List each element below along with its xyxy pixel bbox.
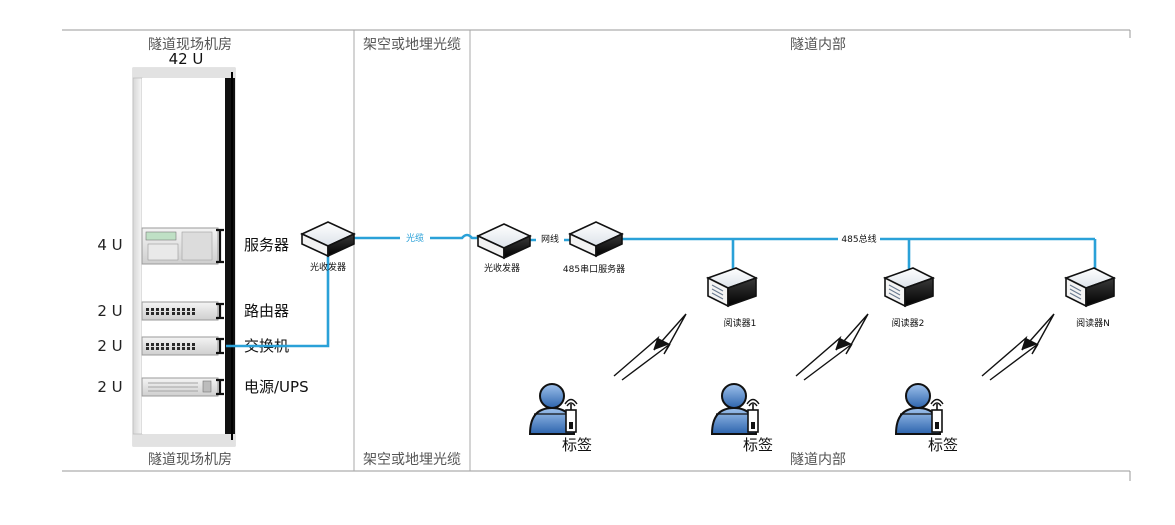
transceiver-left: 光收发器 xyxy=(301,221,355,273)
rack-title: 42 U xyxy=(169,50,204,68)
rack-device-ups xyxy=(141,377,224,397)
cable-label-net: 网线 xyxy=(541,233,559,245)
reader-box-icon xyxy=(1065,267,1115,307)
reader-box-icon xyxy=(884,267,934,307)
reader-2: 阅读器2 xyxy=(884,267,934,329)
person-tag-icon xyxy=(895,383,944,435)
zone-label-optical-route-bottom: 架空或地埋光缆 xyxy=(363,452,461,468)
cables xyxy=(226,233,1097,348)
tag-3-label: 标签 xyxy=(928,436,958,454)
tag-1-label: 标签 xyxy=(562,436,592,454)
cable-label-backing-net xyxy=(536,232,564,245)
network-box-icon xyxy=(569,221,623,257)
cable-label-backing-bus xyxy=(838,232,880,245)
tag-2: 标签 xyxy=(711,383,773,454)
lightning-signal-icon xyxy=(981,313,1055,381)
network-box-icon xyxy=(301,221,355,257)
rack-unit-size-ups: 2 U xyxy=(97,378,122,396)
lightning-signal-icon xyxy=(613,313,687,381)
transceiver-right-label: 光收发器 xyxy=(484,262,520,274)
reader-n-label: 阅读器N xyxy=(1076,317,1110,329)
rack-cabinet: 42 U xyxy=(132,50,236,447)
person-tag-icon xyxy=(529,383,578,435)
reader-box-icon xyxy=(707,267,757,307)
rack-device-label-ups: 电源/UPS xyxy=(244,378,309,396)
cable-switch-to-transceiver xyxy=(226,248,330,348)
rack-device-switch xyxy=(141,336,224,356)
zone-label-tunnel-bottom: 隧道内部 xyxy=(790,452,846,468)
transceiver-right: 光收发器 xyxy=(477,223,531,274)
cable-label-fiber: 光缆 xyxy=(406,232,424,244)
tag-1: 标签 xyxy=(529,383,592,454)
tag-2-label: 标签 xyxy=(743,436,773,454)
rack-unit-size-router: 2 U xyxy=(97,302,122,320)
person-tag-icon xyxy=(711,383,760,435)
rack-unit-size-switch: 2 U xyxy=(97,337,122,355)
transceiver-left-label: 光收发器 xyxy=(310,261,346,273)
rack-device-router xyxy=(141,301,224,321)
zone-label-tunnel-top: 隧道内部 xyxy=(790,37,846,53)
reader-n: 阅读器N xyxy=(1065,267,1115,329)
rack-device-label-router: 路由器 xyxy=(244,302,289,320)
zone-label-optical-route-top: 架空或地埋光缆 xyxy=(363,37,461,53)
reader-1: 阅读器1 xyxy=(707,267,757,329)
lightning-signal-icon xyxy=(795,313,869,381)
cable-fiber xyxy=(352,233,478,240)
serial-server-label: 485串口服务器 xyxy=(563,263,625,275)
reader-2-label: 阅读器2 xyxy=(892,317,925,329)
zone-frame xyxy=(62,29,1131,481)
rack-device-server xyxy=(141,227,224,265)
rack-unit-size-server: 4 U xyxy=(97,236,122,254)
network-box-icon xyxy=(477,223,531,259)
cable-label-bus: 485总线 xyxy=(841,233,876,245)
zone-label-machine-room-top: 隧道现场机房 xyxy=(148,37,232,53)
tag-3: 标签 xyxy=(895,383,958,454)
cable-label-backing-fiber xyxy=(400,231,430,244)
reader-1-label: 阅读器1 xyxy=(724,317,757,329)
serial-server: 485串口服务器 xyxy=(563,221,625,275)
zone-label-machine-room-bottom: 隧道现场机房 xyxy=(148,452,232,468)
rack-device-label-server: 服务器 xyxy=(244,236,289,254)
